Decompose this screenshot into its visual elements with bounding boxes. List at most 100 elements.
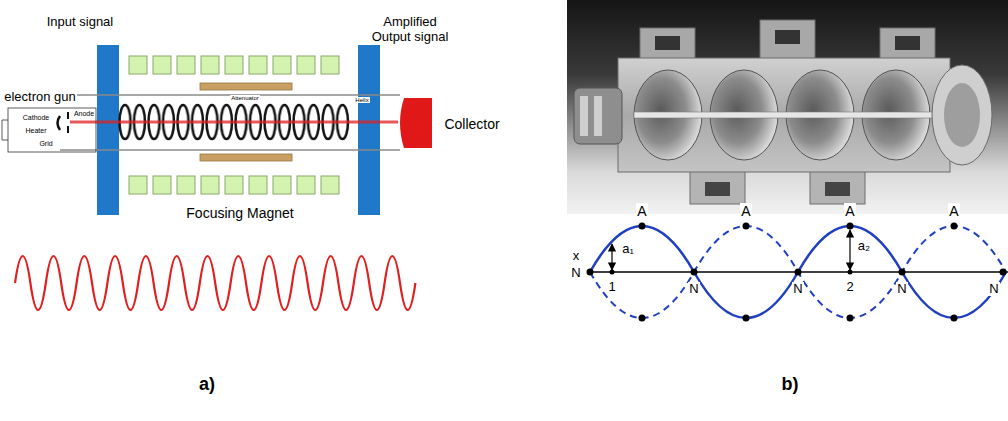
node-label: N <box>688 282 699 297</box>
node-dot <box>1000 269 1007 276</box>
label-slot: a₂ <box>857 239 871 254</box>
label-slot: 1 <box>607 280 616 295</box>
antinode-dot <box>951 315 958 322</box>
label-slot: A <box>948 203 959 219</box>
end-cap <box>944 83 980 147</box>
anode-plate <box>67 112 69 119</box>
part-label: Grid <box>38 140 53 148</box>
label-slot: a) <box>198 374 216 395</box>
part-label: electron gun <box>3 90 77 105</box>
label-slot: A <box>740 203 751 219</box>
attenuator-bar <box>200 83 292 90</box>
output-coupler <box>358 45 380 215</box>
tab-slot <box>775 30 800 44</box>
part-label: Helix <box>354 97 369 104</box>
label-slot: N <box>792 282 803 297</box>
tab-slot <box>825 182 850 196</box>
tab-slot <box>655 36 680 50</box>
antinode-dot <box>847 223 854 230</box>
label-slot: Attenuator <box>230 95 260 102</box>
gun-housing <box>8 108 96 152</box>
node-label: N <box>792 282 803 297</box>
label-slot: A <box>844 203 855 219</box>
connector-ring <box>594 96 602 136</box>
label-slot: x <box>572 249 581 264</box>
node-dot <box>691 269 698 276</box>
label-slot: b) <box>781 374 800 395</box>
label-slot: 2 <box>845 280 854 295</box>
part-label: Attenuator <box>230 95 260 102</box>
antinode-dot <box>743 223 750 230</box>
amplitude-label: a₁ <box>621 242 635 257</box>
node-label: N <box>896 282 907 297</box>
antinode-label: A <box>844 203 855 219</box>
antinode-dot <box>951 223 958 230</box>
label-slot: Cathode <box>22 114 50 122</box>
node-dot <box>795 269 802 276</box>
antinode-label: A <box>636 203 647 219</box>
antinode-dot <box>639 223 646 230</box>
antinode-label: A <box>948 203 959 219</box>
collector-block <box>400 98 432 148</box>
end-cap <box>932 65 992 165</box>
label-slot: Collector <box>443 116 500 132</box>
part-label: Heater <box>24 127 47 135</box>
amplitude-label: a₂ <box>857 239 871 254</box>
label-slot: N <box>988 282 999 297</box>
label-slot: electron gun <box>3 90 77 105</box>
label-slot: N <box>688 282 699 297</box>
mount-tab <box>690 168 745 204</box>
node-dot <box>899 269 906 276</box>
label-slot: a₁ <box>621 242 635 257</box>
label-slot: Input signal <box>46 15 115 30</box>
part-label: Anode <box>73 110 95 118</box>
signal-wave <box>15 256 415 310</box>
label-slot: Grid <box>38 140 53 148</box>
anode-plate <box>67 126 69 133</box>
amplitude-arrow <box>611 244 612 270</box>
antinode-dot <box>847 315 854 322</box>
point-label: 2 <box>845 280 854 295</box>
part-label: Focusing Magnet <box>185 205 294 221</box>
antinode-dot <box>743 315 750 322</box>
panel-label: b) <box>781 374 800 395</box>
standing-wave-dashed <box>590 226 1006 318</box>
point-dot <box>610 270 615 275</box>
mount-tab <box>810 168 865 204</box>
photo-background <box>567 0 1008 214</box>
tab-slot <box>705 182 730 196</box>
label-slot: N <box>570 266 581 281</box>
node-label: N <box>988 282 999 297</box>
connector-ring <box>580 96 588 136</box>
cathode-symbol <box>58 116 61 130</box>
label-slot: N <box>896 282 907 297</box>
node-dot <box>587 269 594 276</box>
antinode-label: A <box>740 203 751 219</box>
label-slot: Helix <box>354 97 369 104</box>
wave-dots <box>587 223 1007 322</box>
signal-label: Amplified Output signal <box>362 15 458 45</box>
gun-wire <box>2 120 8 121</box>
connector <box>574 88 622 144</box>
attenuator-bar <box>200 154 292 161</box>
antinode-dot <box>639 315 646 322</box>
point-label: 1 <box>607 280 616 295</box>
drift-tube <box>634 112 934 118</box>
label-slot: A <box>636 203 647 219</box>
point-dot <box>848 270 853 275</box>
panel-label: a) <box>198 374 216 395</box>
label-slot: Anode <box>73 110 95 118</box>
tab-slot <box>895 36 920 50</box>
amplitude-arrow <box>849 230 850 270</box>
input-coupler <box>97 45 119 215</box>
axis-label: x <box>572 249 581 264</box>
klystron-body <box>618 58 950 172</box>
node-label: N <box>570 266 581 281</box>
gun-wire <box>2 120 3 140</box>
signal-label: Input signal <box>46 15 115 30</box>
label-slot: Heater <box>24 127 47 135</box>
part-label: Collector <box>443 116 500 132</box>
